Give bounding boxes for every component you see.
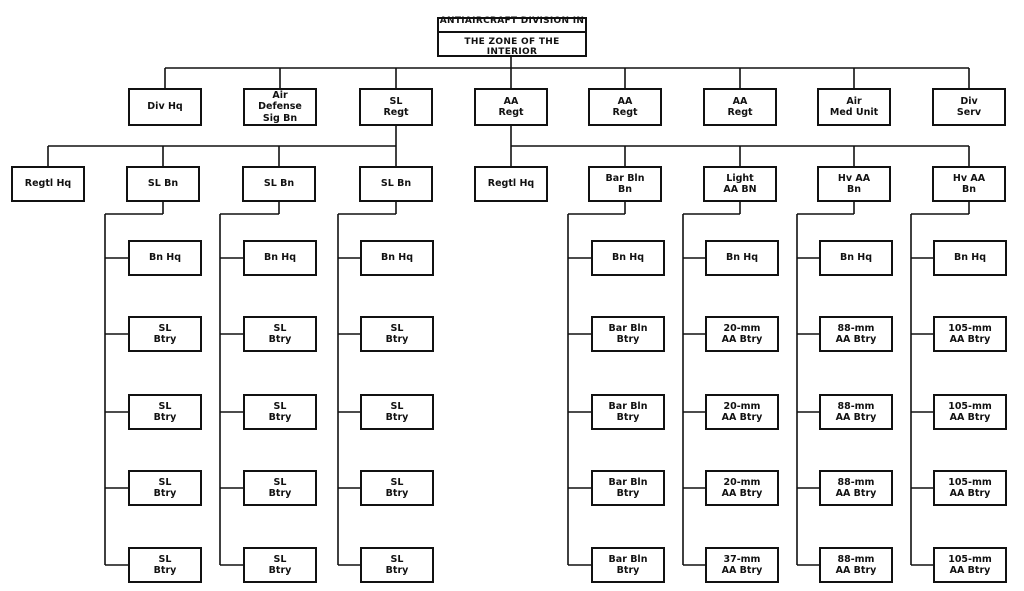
- sl-regtl-hq-box: Regtl Hq: [11, 166, 85, 202]
- battery-box: 105-mm AA Btry: [933, 316, 1007, 352]
- battery-box: Bar Bln Btry: [591, 316, 665, 352]
- battery-box: Bar Bln Btry: [591, 470, 665, 506]
- sl-bn-box-3: SL Bn: [359, 166, 433, 202]
- battery-box: Bar Bln Btry: [591, 394, 665, 430]
- hv-aa-bn-box-1: Hv AA Bn: [817, 166, 891, 202]
- battery-box: Bar Bln Btry: [591, 547, 665, 583]
- aa-regt-box-2: AA Regt: [588, 88, 662, 126]
- battery-box: 105-mm AA Btry: [933, 547, 1007, 583]
- hv-aa-bn-box-2: Hv AA Bn: [932, 166, 1006, 202]
- bn-hq-box: Bn Hq: [591, 240, 665, 276]
- battery-box: SL Btry: [243, 394, 317, 430]
- bn-hq-box: Bn Hq: [128, 240, 202, 276]
- battery-box: 105-mm AA Btry: [933, 394, 1007, 430]
- battery-box: SL Btry: [360, 547, 434, 583]
- battery-box: SL Btry: [128, 394, 202, 430]
- bn-hq-box: Bn Hq: [243, 240, 317, 276]
- aa-regt-box-3: AA Regt: [703, 88, 777, 126]
- battery-box: SL Btry: [243, 547, 317, 583]
- battery-box: SL Btry: [243, 316, 317, 352]
- battery-box: 20-mm AA Btry: [705, 470, 779, 506]
- root-box: ANTIAIRCRAFT DIVISION IN THE ZONE OF THE…: [437, 15, 587, 58]
- battery-box: SL Btry: [128, 470, 202, 506]
- aa-regtl-hq-box: Regtl Hq: [474, 166, 548, 202]
- sl-bn-box-2: SL Bn: [242, 166, 316, 202]
- battery-box: SL Btry: [128, 547, 202, 583]
- div-hq-box: Div Hq: [128, 88, 202, 126]
- bar-bln-bn-box: Bar Bln Bn: [588, 166, 662, 202]
- bn-hq-box: Bn Hq: [933, 240, 1007, 276]
- battery-box: 88-mm AA Btry: [819, 547, 893, 583]
- sl-regt-box: SL Regt: [359, 88, 433, 126]
- battery-box: SL Btry: [360, 470, 434, 506]
- battery-box: 88-mm AA Btry: [819, 470, 893, 506]
- root-divider: [439, 30, 585, 33]
- battery-box: 37-mm AA Btry: [705, 547, 779, 583]
- root-title-line-1: ANTIAIRCRAFT DIVISION IN: [439, 15, 585, 26]
- bn-hq-box: Bn Hq: [360, 240, 434, 276]
- battery-box: 105-mm AA Btry: [933, 470, 1007, 506]
- root-title-line-2: THE ZONE OF THE INTERIOR: [464, 36, 560, 58]
- air-defense-sig-bn-box: Air Defense Sig Bn: [243, 88, 317, 126]
- battery-box: 88-mm AA Btry: [819, 316, 893, 352]
- battery-box: 20-mm AA Btry: [705, 316, 779, 352]
- light-aa-bn-box: Light AA BN: [703, 166, 777, 202]
- battery-box: SL Btry: [360, 394, 434, 430]
- div-serv-box: Div Serv: [932, 88, 1006, 126]
- battery-box: 20-mm AA Btry: [705, 394, 779, 430]
- battery-box: 88-mm AA Btry: [819, 394, 893, 430]
- bn-hq-box: Bn Hq: [705, 240, 779, 276]
- aa-regt-box-1: AA Regt: [474, 88, 548, 126]
- battery-box: SL Btry: [128, 316, 202, 352]
- air-med-unit-box: Air Med Unit: [817, 88, 891, 126]
- sl-bn-box-1: SL Bn: [126, 166, 200, 202]
- battery-box: SL Btry: [360, 316, 434, 352]
- bn-hq-box: Bn Hq: [819, 240, 893, 276]
- battery-box: SL Btry: [243, 470, 317, 506]
